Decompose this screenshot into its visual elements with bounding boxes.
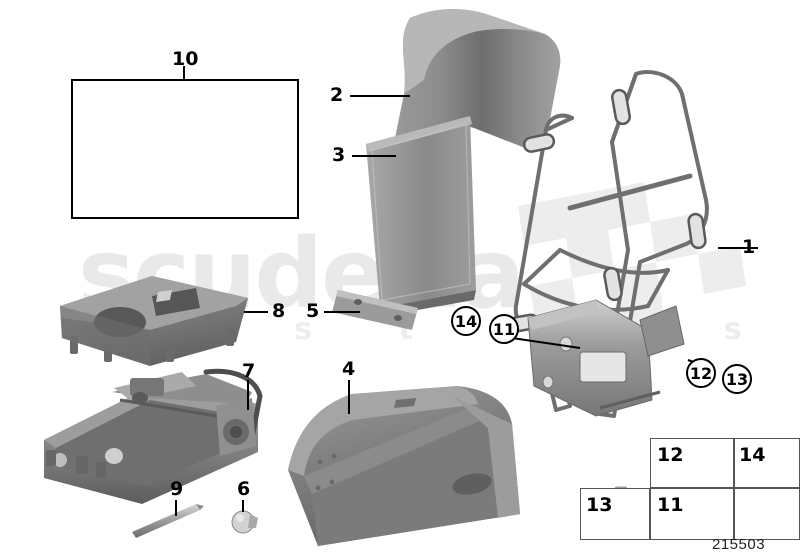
legend-number-14: 14 [739, 444, 766, 466]
legend-number-12: 12 [657, 444, 684, 466]
diagram-id-label: 215503 [712, 536, 766, 553]
part-3-lower-cover-panel [366, 116, 476, 317]
part-8-console-trim [60, 276, 248, 366]
legend-cell-12 [650, 438, 734, 488]
legend-cell-11 [650, 488, 734, 540]
callout-label-8: 8 [272, 300, 286, 322]
legend-number-13: 13 [586, 494, 613, 516]
legend-cell-arrow [734, 488, 800, 540]
part-4-glovebox-housing [288, 386, 520, 546]
legend-number-11: 11 [657, 494, 684, 516]
callout-circle-14: 14 [451, 306, 481, 336]
callout-circle-13: 13 [722, 364, 752, 394]
callout-label-7: 7 [242, 360, 256, 382]
callout-label-2: 2 [330, 84, 344, 106]
legend-cell-14 [734, 438, 800, 488]
callout-label-10: 10 [172, 48, 199, 70]
callout-label-3: 3 [332, 144, 346, 166]
callout-label-4: 4 [342, 358, 356, 380]
part-6-knob-cap [231, 510, 258, 534]
part-7-slide-rail-assembly [44, 368, 263, 504]
legend-cell-13 [580, 488, 650, 540]
callout-circle-12: 12 [686, 358, 716, 388]
callout-label-6: 6 [237, 478, 251, 500]
callout-label-1: 1 [742, 236, 756, 258]
leader-lines [175, 66, 758, 516]
callout-label-9: 9 [170, 478, 184, 500]
bracket-plate-assembly [527, 299, 685, 417]
part-5-mounting-strip [332, 290, 418, 330]
part-9-pin-rod [132, 504, 204, 538]
part-10-inset-box [71, 79, 299, 219]
callout-circle-11: 11 [489, 314, 519, 344]
callout-label-5: 5 [306, 300, 320, 322]
